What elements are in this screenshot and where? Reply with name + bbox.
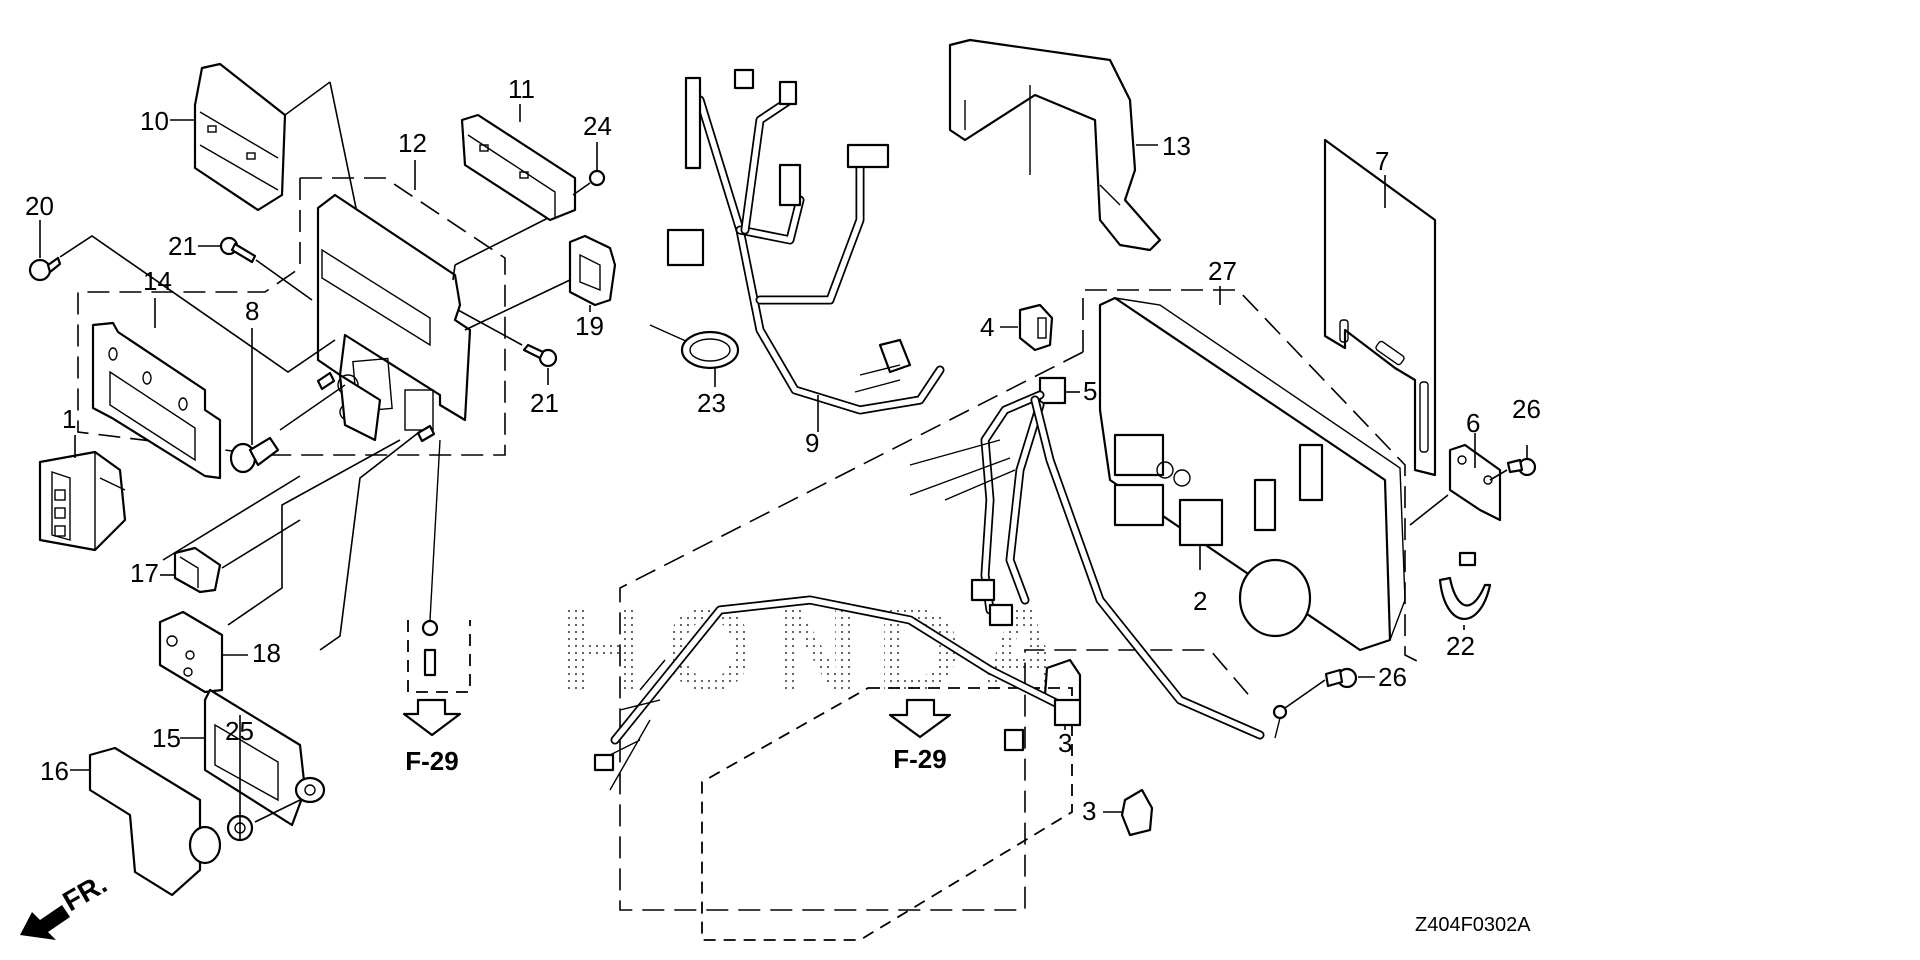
callout-17[interactable]: 17 <box>130 558 159 588</box>
callout-9[interactable]: 9 <box>805 428 819 458</box>
callout-11[interactable]: 11 <box>508 74 535 104</box>
part-23-cable-tie[interactable] <box>649 324 740 387</box>
callout-27[interactable]: 27 <box>1208 256 1237 286</box>
part-1-circuit-breaker[interactable] <box>38 450 127 552</box>
part-21-screw-right[interactable] <box>457 309 558 368</box>
front-label: FR. <box>58 868 113 917</box>
callout-16[interactable]: 16 <box>40 756 69 786</box>
callout-6[interactable]: 6 <box>1466 408 1480 438</box>
ref-arrow-lower[interactable]: F-29 <box>888 698 952 774</box>
lower-harness-group <box>593 595 1082 941</box>
ref-label-lower[interactable]: F-29 <box>893 744 946 774</box>
part-16-bracket[interactable] <box>88 746 222 897</box>
callout-labels: 1 2 3 3 4 5 6 7 8 9 10 11 12 13 14 15 16… <box>25 74 1541 826</box>
part-18-outlet-module[interactable] <box>158 439 401 694</box>
part-5-connector-wires[interactable] <box>909 376 1288 740</box>
part-20-screw[interactable] <box>28 235 336 373</box>
ref-label-left[interactable]: F-29 <box>405 746 458 776</box>
part-17-switch[interactable] <box>162 475 301 594</box>
callout-22[interactable]: 22 <box>1446 631 1475 661</box>
part-21-screw-upper[interactable] <box>219 236 313 301</box>
part-4-connector[interactable] <box>1000 303 1054 352</box>
part-11-outlet[interactable] <box>452 113 577 281</box>
callout-2[interactable]: 2 <box>1193 586 1207 616</box>
callout-8[interactable]: 8 <box>245 296 259 326</box>
part-2-inverter-unit[interactable] <box>1098 296 1406 652</box>
callout-24[interactable]: 24 <box>583 111 612 141</box>
part-24-screw[interactable] <box>572 169 606 196</box>
part-3-grommet-lower[interactable] <box>1103 788 1154 837</box>
ground-terminal-group <box>407 439 471 693</box>
ref-arrow-left[interactable]: F-29 <box>402 698 462 776</box>
part-12-control-panel[interactable] <box>316 193 472 442</box>
callout-4[interactable]: 4 <box>980 312 994 342</box>
callout-26b[interactable]: 26 <box>1378 662 1407 692</box>
inverter-group-outline <box>619 289 1426 911</box>
callout-23[interactable]: 23 <box>697 388 726 418</box>
callout-3b[interactable]: 3 <box>1082 796 1096 826</box>
callout-14[interactable]: 14 <box>143 266 172 296</box>
callout-21b[interactable]: 21 <box>530 388 559 418</box>
callout-5[interactable]: 5 <box>1083 376 1097 406</box>
callout-10[interactable]: 10 <box>140 106 169 136</box>
callout-21a[interactable]: 21 <box>168 231 197 261</box>
callout-26a[interactable]: 26 <box>1512 394 1541 424</box>
figure-code: Z404F0302A <box>1415 914 1531 936</box>
part-7-insulator-sheet[interactable] <box>1323 138 1437 477</box>
part-26-screw-upper[interactable] <box>1489 445 1537 481</box>
panel-stud <box>316 371 436 651</box>
callout-19[interactable]: 19 <box>575 311 604 341</box>
part-19-holder[interactable] <box>464 234 617 331</box>
part-8-grommet[interactable] <box>229 384 346 474</box>
part-22-band[interactable] <box>1438 551 1492 630</box>
honda-watermark: HONDA <box>560 584 1083 716</box>
label-leaders <box>39 104 1221 840</box>
callout-20[interactable]: 20 <box>25 191 54 221</box>
part-15-inverter-cover[interactable] <box>203 688 326 827</box>
callout-15[interactable]: 15 <box>152 723 181 753</box>
callout-1[interactable]: 1 <box>62 404 76 434</box>
callout-3a[interactable]: 3 <box>1058 728 1072 758</box>
part-26-screw-lower[interactable] <box>1284 667 1375 709</box>
callout-18[interactable]: 18 <box>252 638 281 668</box>
part-14-gasket[interactable] <box>91 321 222 480</box>
part-13-cover[interactable] <box>948 38 1162 252</box>
part-6-bracket[interactable] <box>1409 433 1502 526</box>
callout-7[interactable]: 7 <box>1375 146 1389 176</box>
part-10-outlet-cover[interactable] <box>193 62 376 301</box>
part-9-wire-harness[interactable] <box>666 68 945 432</box>
front-arrow: FR. <box>20 868 112 940</box>
callout-12[interactable]: 12 <box>398 128 427 158</box>
callout-13[interactable]: 13 <box>1162 131 1191 161</box>
